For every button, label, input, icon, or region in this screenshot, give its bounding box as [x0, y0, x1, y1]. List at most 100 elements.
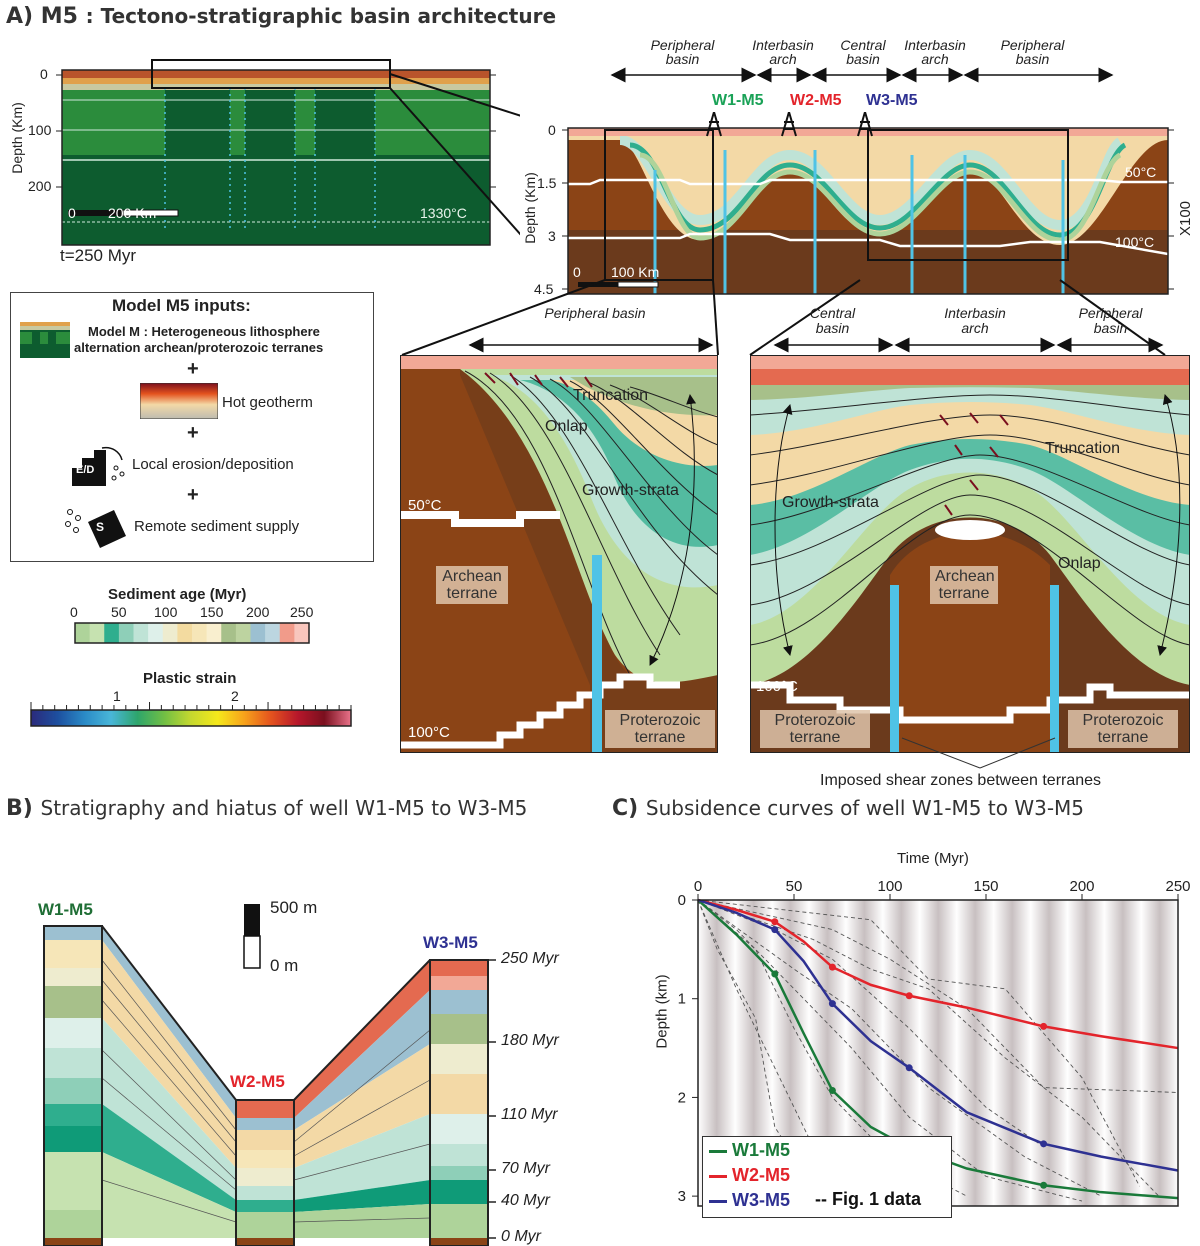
hot-geotherm-icon [140, 383, 218, 419]
cross-section [562, 127, 1174, 295]
zoom-left [400, 355, 718, 753]
sediment-swatch [250, 623, 266, 643]
overview-isotherm: 1330°C [420, 205, 467, 221]
background-stripe [956, 900, 994, 1206]
y-tick-label: 2 [678, 1089, 686, 1106]
zoom-left-archean: Archean terrane [436, 566, 508, 604]
x-tick-label: 100 [877, 878, 902, 895]
sediment-swatch [235, 623, 251, 643]
reference-curve [697, 899, 1179, 1093]
zoom-right-growth: Growth-strata [782, 494, 879, 511]
cs-ylabel: Depth (Km) [522, 172, 538, 244]
region-interbasin-left: Interbasin arch [752, 37, 814, 67]
plus-2: + [187, 422, 199, 444]
age-70: 70 Myr [501, 1160, 550, 1177]
chart-legend: W1-M5 W2-M5 W3-M5 -- Fig. 1 data [702, 1136, 952, 1218]
overview-time: t=250 Myr [60, 246, 137, 265]
shear-zone-note: Imposed shear zones between terranes [820, 772, 1102, 789]
zoom-right-region-peripheral: Peripheral basin [1078, 305, 1143, 336]
well-label-w1: W1-M5 [712, 92, 764, 109]
sediment-swatch [294, 623, 310, 643]
scale-bottom-label: 0 m [270, 956, 299, 975]
reference-curve [697, 899, 1140, 1187]
sediment-swatch [75, 623, 91, 643]
well-b-w1: W1-M5 [38, 900, 93, 919]
zoom-right-arrows [773, 337, 1164, 353]
age-180: 180 Myr [501, 1032, 559, 1049]
legend-w3: W3-M5 [709, 1190, 790, 1211]
series-point-W3-M5 [1040, 1140, 1048, 1148]
sediment-swatch [104, 623, 120, 643]
age-0: 0 Myr [501, 1228, 541, 1245]
strain-tick-1: 1 [113, 688, 121, 704]
cs-ytick-1: 1.5 [537, 175, 557, 191]
zoom-right-proterozoic-left: Proterozoic terrane [760, 710, 870, 748]
erosion-label: Local erosion/deposition [132, 456, 294, 473]
background-stripe [1141, 900, 1179, 1206]
reference-curve [697, 899, 1083, 1202]
zoom-right-archean: Archean terrane [930, 566, 998, 604]
sediment-swatch [221, 623, 237, 643]
lithosphere-overview [56, 59, 520, 246]
series-point-W3-M5 [771, 926, 779, 934]
background-stripe [993, 900, 1031, 1206]
model-line2: alternation archean/proterozoic terranes [74, 340, 324, 355]
legend-w1-swatch [709, 1149, 727, 1153]
zoom-right-proterozoic-right: Proterozoic terrane [1068, 710, 1178, 748]
series-point-W3-M5 [905, 1064, 913, 1072]
series-point-W2-M5 [905, 992, 913, 1000]
series-line-W3-M5 [697, 898, 1179, 1172]
sediment-tick-150: 150 [200, 604, 224, 620]
zoom-left-proterozoic: Proterozoic terrane [605, 710, 715, 748]
sediment-swatch [192, 623, 208, 643]
zoom-left-arrow [468, 337, 714, 353]
zoom-right-iso100: 100°C [756, 678, 798, 695]
well-label-w3: W3-M5 [866, 92, 918, 109]
zoom-right [750, 355, 1190, 753]
sediment-tick-0: 0 [70, 604, 78, 620]
strain-tick-2: 2 [231, 688, 239, 704]
y-tick-label: 0 [678, 892, 686, 909]
erosion-icon-text: E/D [76, 464, 95, 476]
overview-scale-label: 200 Km [108, 205, 157, 221]
overview-ylabel: Depth (Km) [9, 102, 25, 174]
well-icon-w1 [706, 112, 722, 137]
x-tick-label: 0 [694, 878, 702, 895]
cs-exaggeration: X100 [1177, 200, 1195, 237]
sediment-swatch [206, 623, 222, 643]
chart-xlabel: Time (Myr) [897, 850, 969, 867]
plus-3: + [187, 484, 199, 506]
reference-curve [697, 899, 1044, 1148]
cs-iso-100: 100°C [1115, 234, 1155, 250]
inputs-title: Model M5 inputs: [112, 296, 251, 315]
legend-fig1: -- Fig. 1 data [815, 1189, 922, 1209]
y-tick-label: 1 [678, 991, 686, 1008]
legend-w2: W2-M5 [709, 1165, 790, 1186]
overview-scale-zero: 0 [68, 205, 76, 221]
x-tick-label: 200 [1069, 878, 1094, 895]
zoom-left-truncation: Truncation [573, 387, 648, 404]
well-icon-w2 [781, 112, 797, 137]
sediment-swatch [133, 623, 149, 643]
age-40: 40 Myr [501, 1192, 550, 1209]
zoom-left-growth: Growth-strata [582, 482, 679, 499]
reference-curve [697, 899, 1102, 1197]
well-icon-w3 [857, 112, 873, 137]
cs-scale-zero: 0 [573, 264, 581, 280]
cs-ytick-0: 0 [548, 122, 556, 138]
zoom-connectors [401, 279, 1166, 356]
x-tick-label: 150 [973, 878, 998, 895]
age-250: 250 Myr [501, 950, 559, 967]
sediment-swatch [118, 623, 134, 643]
erosion-icon [72, 446, 125, 486]
series-point-W3-M5 [828, 1000, 836, 1008]
series-line-W1-M5 [697, 899, 1179, 1200]
region-peripheral-right: Peripheral basin [1000, 37, 1065, 67]
well-correlation-panel [43, 904, 496, 1246]
strain-gradient [30, 709, 352, 727]
plus-1: + [187, 358, 199, 380]
legend-w1: W1-M5 [709, 1140, 790, 1161]
sediment-swatch [177, 623, 193, 643]
geotherm-label: Hot geotherm [222, 394, 313, 411]
zoom-right-onlap: Onlap [1058, 555, 1101, 572]
